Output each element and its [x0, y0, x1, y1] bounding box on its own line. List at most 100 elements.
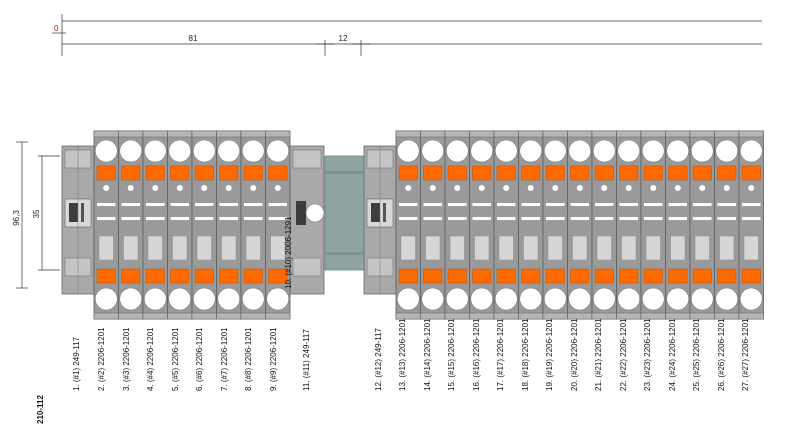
wire-entry-top [143, 139, 167, 163]
push-button-top [717, 165, 737, 181]
push-button-top [668, 165, 688, 181]
terminal-label: 12. (#12) 249-117 [374, 327, 383, 391]
terminal-module-18 [518, 130, 544, 320]
test-port [576, 185, 583, 191]
terminal-module-17 [493, 130, 519, 320]
push-button-bottom [121, 268, 141, 284]
push-button-top [219, 165, 239, 181]
end-stops [61, 145, 397, 295]
wire-entry-bottom [421, 287, 445, 311]
terminal-module-7 [216, 130, 242, 320]
wire-entry-top [470, 139, 494, 163]
test-port [552, 185, 559, 191]
push-button-bottom [96, 268, 116, 284]
main-width-label: 81 [189, 34, 198, 43]
test-port [699, 185, 706, 191]
wire-entry-bottom [592, 287, 616, 311]
wire-entry-bottom [617, 287, 641, 311]
wire-entry-top [168, 139, 192, 163]
test-port [454, 185, 461, 191]
wire-entry-bottom [641, 287, 665, 311]
test-port [250, 185, 257, 191]
test-port [527, 185, 534, 191]
terminal-label: 23. (#23) 2206-1201 [643, 318, 652, 391]
marker-slot [523, 235, 539, 261]
wire-entry-bottom [543, 287, 567, 311]
marker-slot [98, 235, 114, 261]
terminal-module-16 [469, 130, 495, 320]
terminal-label: 17. (#17) 2206-1201 [496, 318, 505, 391]
wire-entry-top [617, 139, 641, 163]
terminal-label: 21. (#21) 2206-1201 [594, 318, 603, 391]
wire-entry-top [739, 139, 763, 163]
test-port [103, 185, 110, 191]
wire-entry-top [421, 139, 445, 163]
test-port [152, 185, 159, 191]
terminal-label: 7. (#7) 2206-1201 [220, 327, 229, 391]
terminal-module-24 [665, 130, 691, 320]
test-port [650, 185, 657, 191]
terminal-label: 24. (#24) 2206-1201 [668, 318, 677, 391]
terminal-module-5 [167, 130, 193, 320]
push-button-top [496, 165, 516, 181]
test-port [176, 185, 183, 191]
terminal-module-6 [191, 130, 217, 320]
push-button-top [170, 165, 190, 181]
wire-entry-bottom [192, 287, 216, 311]
wire-entry-bottom [445, 287, 469, 311]
end-stop-1 [61, 145, 95, 295]
terminal-label: 3. (#3) 2206-1201 [122, 327, 131, 391]
terminal-label: 6. (#6) 2206-1201 [195, 327, 204, 391]
rail-lip-bottom [325, 252, 365, 255]
push-button-top [423, 165, 443, 181]
wire-entry-top [94, 139, 118, 163]
wire-entry-bottom [666, 287, 690, 311]
wire-entry-bottom [568, 287, 592, 311]
push-button-top [121, 165, 141, 181]
marker-slot [547, 235, 563, 261]
terminal-label: 2. (#2) 2206-1201 [97, 327, 106, 391]
marker-slot [596, 235, 612, 261]
rail-height-label: 35 [32, 209, 41, 218]
wire-entry-top [519, 139, 543, 163]
test-port [429, 185, 436, 191]
push-button-bottom [268, 268, 288, 284]
terminal-label: 18. (#18) 2206-1201 [521, 318, 530, 391]
terminal-label: 1. (#1) 249-117 [72, 336, 81, 391]
terminal-module-15 [444, 130, 470, 320]
wire-entry-bottom [241, 287, 265, 311]
terminal-module-3 [118, 130, 144, 320]
push-button-bottom [521, 268, 541, 284]
din-rail [324, 155, 366, 271]
terminal-label: 9. (#9) 2206-1201 [269, 327, 278, 391]
wire-entry-top [592, 139, 616, 163]
terminal-label: 19. (#19) 2206-1201 [545, 318, 554, 391]
wire-entry-top [568, 139, 592, 163]
wire-entry-bottom [396, 287, 420, 311]
terminal-module-21 [591, 130, 617, 320]
wire-entry-bottom [519, 287, 543, 311]
push-button-bottom [692, 268, 712, 284]
wire-entry-top [241, 139, 265, 163]
marker-slot [400, 235, 416, 261]
end-stop-12 [363, 145, 397, 295]
wire-entry-top [396, 139, 420, 163]
total-height-label: 96,3 [12, 210, 21, 226]
marker-slot [196, 235, 212, 261]
terminal-module-26 [714, 130, 740, 320]
terminal-label: 16. (#16) 2206-1201 [472, 318, 481, 391]
marker-slot [449, 235, 465, 261]
push-button-bottom [668, 268, 688, 284]
wire-entry-bottom [217, 287, 241, 311]
marker-slot [645, 235, 661, 261]
wire-entry-top [119, 139, 143, 163]
left-dimensions [16, 141, 60, 289]
push-button-bottom [545, 268, 565, 284]
push-button-top [194, 165, 214, 181]
wire-entry-top [715, 139, 739, 163]
push-button-bottom [717, 268, 737, 284]
push-button-top [472, 165, 492, 181]
push-button-top [643, 165, 663, 181]
marker-slot [621, 235, 637, 261]
push-button-bottom [496, 268, 516, 284]
